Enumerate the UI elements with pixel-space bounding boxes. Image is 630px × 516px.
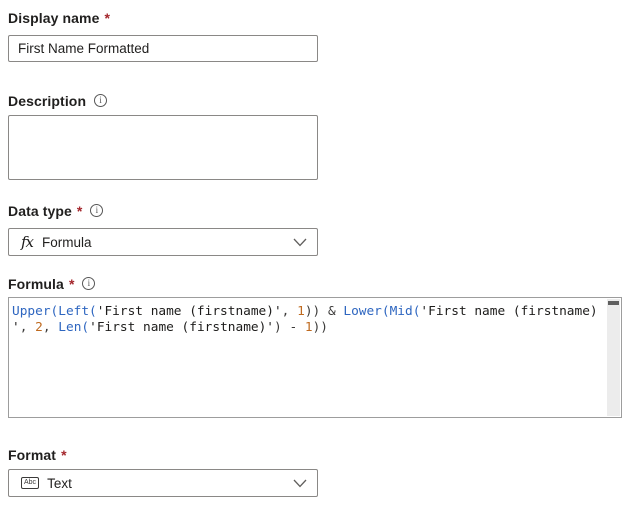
info-icon[interactable]: i [82,276,96,290]
required-asterisk: * [76,203,83,219]
data-type-label: Data type [8,203,72,219]
description-textarea[interactable] [8,115,318,180]
formula-code-text[interactable]: Upper(Left('First name (firstname)', 1))… [12,304,598,335]
required-asterisk: * [61,447,67,463]
text-abc-icon: Abc [21,477,40,489]
format-label: Format [8,447,57,463]
formula-scrollbar-thumb[interactable] [608,301,619,305]
description-label: Description [8,93,87,109]
data-type-label-row: Data type * i [8,203,630,219]
format-selected-value: Text [47,475,72,491]
info-icon[interactable]: i [94,93,108,107]
column-settings-form: Display name * Description i Data type *… [8,10,630,497]
field-description: Description i [8,93,630,180]
display-name-label: Display name [8,10,100,26]
data-type-dropdown[interactable]: fx Formula [8,228,318,256]
description-label-row: Description i [8,93,630,109]
field-display-name: Display name * [8,10,630,62]
formula-label-row: Formula * i [8,276,630,292]
formula-fx-icon: fx [21,233,34,251]
required-asterisk: * [104,10,110,26]
field-format: Format * Abc Text [8,447,630,497]
format-dropdown[interactable]: Abc Text [8,469,318,497]
required-asterisk: * [68,276,75,292]
formula-editor[interactable]: Upper(Left('First name (firstname)', 1))… [8,297,622,418]
chevron-down-icon [293,238,307,246]
field-formula: Formula * i Upper(Left('First name (firs… [8,276,630,418]
format-label-row: Format * [8,447,630,463]
field-data-type: Data type * i fx Formula [8,203,630,256]
info-icon[interactable]: i [90,203,104,217]
formula-label: Formula [8,276,64,292]
data-type-selected-value: Formula [42,234,92,250]
chevron-down-icon [293,479,307,487]
display-name-label-row: Display name * [8,10,630,26]
formula-scrollbar[interactable] [607,299,620,416]
display-name-input[interactable] [8,35,318,62]
